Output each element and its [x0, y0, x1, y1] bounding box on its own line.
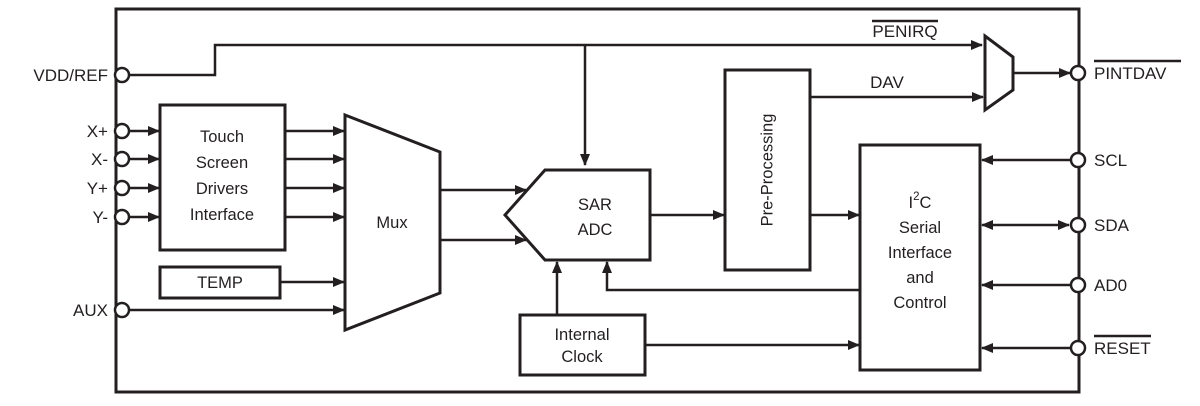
temp-block [158, 265, 282, 300]
mux-block-label: Mux [376, 214, 408, 232]
vddref-penirq-rail-line [129, 40, 983, 77]
sda-pin [1069, 216, 1087, 234]
reset-pin-label: RESET [1094, 339, 1151, 358]
i2c-block-label-4: and [906, 269, 934, 287]
i2c-block-label-3: Interface [888, 244, 952, 262]
pintdav-pin-label: PINTDAV [1094, 64, 1167, 83]
x-minus-pin [113, 150, 131, 168]
aux-pin-label: AUX [73, 301, 108, 320]
chip-outline [114, 7, 1081, 394]
adc-block-label-2: ADC [578, 221, 613, 239]
sda-pin-label: SDA [1094, 216, 1130, 235]
pintdav-pin [1069, 64, 1087, 82]
mux-block [343, 112, 442, 333]
scl-pin-label: SCL [1094, 151, 1127, 170]
x-minus-pin-label: X- [91, 150, 108, 169]
i2c-serial-interface-block [858, 143, 982, 372]
vddref-pin [113, 66, 131, 84]
touch-block-label-4: Interface [190, 206, 254, 224]
pre-processing-block-label: Pre-Processing [759, 114, 777, 227]
scl-pin [1069, 151, 1087, 169]
y-minus-pin [113, 208, 131, 226]
clock-block-label-2: Clock [561, 348, 603, 366]
adc-block-label-1: SAR [578, 196, 612, 214]
reset-pin [1069, 339, 1087, 357]
i2c-block-label-2: Serial [899, 219, 941, 237]
y-minus-pin-label: Y- [93, 208, 108, 227]
ad0-pin-label: AD0 [1094, 276, 1127, 295]
pre-processing-block [723, 68, 812, 272]
sar-adc-block [502, 168, 652, 262]
ad0-pin [1069, 276, 1087, 294]
touch-block-label-2: Screen [196, 154, 248, 172]
temp-block-label: TEMP [197, 274, 243, 292]
x-plus-pin [113, 122, 131, 140]
i2c-control-to-adc-line [602, 261, 860, 292]
touch-block-label-1: Touch [200, 128, 244, 146]
pintdav-output-mux-shape [983, 33, 1015, 113]
aux-pin [113, 301, 131, 319]
y-plus-pin [113, 179, 131, 197]
i2c-block-label-5: Control [893, 294, 946, 312]
x-plus-pin-label: X+ [87, 122, 108, 141]
internal-clock-block [518, 313, 647, 377]
touch-screen-drivers-block [158, 103, 287, 252]
i2c-block-title: I2C [909, 191, 932, 212]
vddref-pin-label: VDD/REF [33, 66, 108, 85]
dav-signal-label: DAV [870, 73, 904, 92]
penirq-signal-label: PENIRQ [872, 22, 937, 41]
clock-block-label-1: Internal [554, 326, 609, 344]
touch-block-label-3: Drivers [196, 180, 248, 198]
y-plus-pin-label: Y+ [87, 179, 108, 198]
